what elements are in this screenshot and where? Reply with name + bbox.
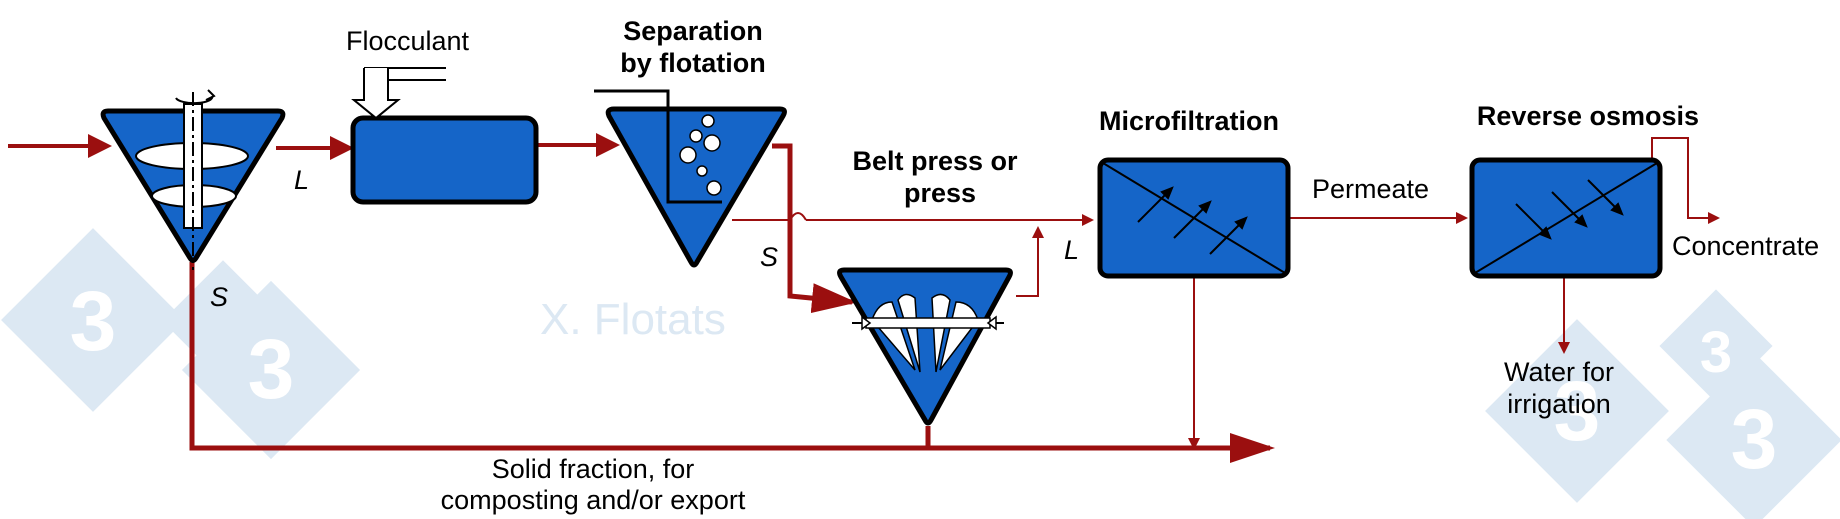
microfiltration-unit [1097,157,1291,279]
solid-fraction-line [189,262,1275,463]
microfiltration-label: Microfiltration [1099,106,1279,136]
liquid-label-press: L [1064,235,1079,265]
reverse-osmosis-unit [1469,157,1663,279]
svg-text:3: 3 [248,322,295,416]
water-label-2: irrigation [1507,389,1611,419]
flotation-skimmer [594,89,722,204]
line-crossover [789,212,807,221]
screw-separator [100,89,286,270]
concentrate-label: Concentrate [1672,231,1819,261]
water-label: Water for [1504,357,1614,387]
press-arrow-left-icon [861,315,872,331]
svg-text:3: 3 [70,274,117,368]
ro-membrane-line [1474,162,1658,274]
press-liquid-arrow [1016,226,1044,297]
flocculation-tank [350,67,539,205]
solid-fraction-label-2: composting and/or export [441,485,746,515]
belt-press-label: Belt press or [852,146,1018,176]
reverse-osmosis-label: Reverse osmosis [1477,101,1699,131]
separation-label: Separation [623,16,763,46]
svg-text:3: 3 [1731,392,1778,486]
liquid-label-screw: L [294,165,309,195]
belt-press-label-2: press [904,178,976,208]
watermark-logo-left: 3 3 [1,228,361,460]
separation-label-2: by flotation [620,48,765,78]
flow-lines [8,133,1720,463]
concentrate-arrow [1651,137,1720,224]
flotation-separator [594,89,787,268]
flocculant-label: Flocculant [346,26,470,56]
solid-label-screw: S [210,282,228,312]
labels: Flocculant Separation by flotation Belt … [210,16,1819,515]
permeate-label: Permeate [1312,174,1429,204]
belt-press [837,267,1013,426]
bubbles [679,114,722,196]
press-arrow-right-icon [986,315,997,331]
rotation-icon [175,95,214,105]
svg-text:3: 3 [1554,364,1601,458]
watermark-text: X. Flotats [540,295,726,344]
svg-text:3: 3 [1700,320,1732,385]
solid-fraction-label: Solid fraction, for [492,454,695,484]
solid-label-flotation: S [760,242,778,272]
